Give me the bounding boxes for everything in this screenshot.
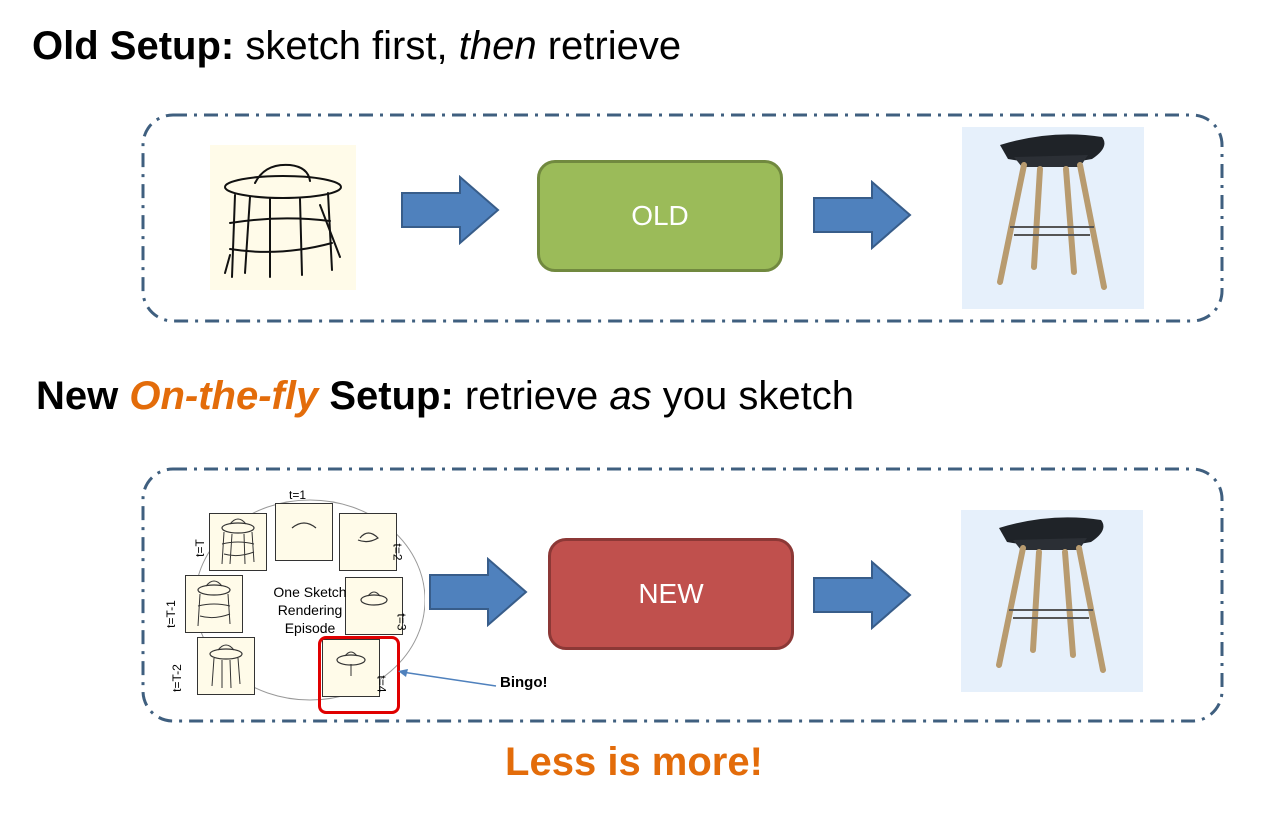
- timestep-label-t-minus-1: t=T-1: [163, 600, 178, 628]
- sketch-thumb-t-minus-2: [197, 637, 255, 695]
- old-setup-text-a: sketch first,: [234, 24, 459, 68]
- old-setup-panel: [141, 113, 1224, 323]
- bingo-callout: Bingo!: [500, 674, 548, 691]
- new-setup-text-em: as: [609, 374, 652, 418]
- old-setup-text-b: retrieve: [536, 24, 682, 68]
- sketch-thumb-t3: [345, 577, 403, 635]
- arrow-icon: [813, 180, 912, 250]
- old-setup-label: Old Setup:: [32, 24, 235, 68]
- arrow-icon: [813, 560, 912, 630]
- old-setup-text-em: then: [458, 24, 537, 68]
- timestep-label-t-minus-2: t=T-2: [169, 664, 184, 692]
- arrow-icon: [429, 557, 528, 627]
- new-setup-label-b: Setup:: [318, 374, 454, 418]
- timestep-label-tT: t=T: [192, 539, 207, 557]
- new-setup-label-a: New: [36, 374, 130, 418]
- new-setup-text-a: retrieve: [453, 374, 610, 418]
- new-setup-highlight: On-the-fly: [129, 374, 319, 418]
- sketch-thumb-tT: [209, 513, 267, 571]
- old-box-label: OLD: [631, 200, 689, 231]
- new-setup-heading: New On-the-fly Setup: retrieve as you sk…: [36, 374, 854, 419]
- sketch-thumb-t-minus-1: [185, 575, 243, 633]
- stool-photo-image: [961, 510, 1143, 692]
- callout-arrow-icon: [398, 669, 497, 687]
- stool-photo-image: [962, 127, 1144, 309]
- new-model-box: NEW: [548, 538, 794, 650]
- timestep-label-t2: t=2: [390, 543, 405, 561]
- new-box-label: NEW: [638, 578, 704, 609]
- sketch-thumb-t4: [322, 639, 380, 697]
- arrow-icon: [401, 175, 500, 245]
- stool-sketch-image: [210, 145, 356, 290]
- less-is-more-caption: Less is more!: [505, 740, 763, 784]
- sketch-thumb-t1: [275, 503, 333, 561]
- new-setup-text-b: you sketch: [651, 374, 854, 418]
- old-model-box: OLD: [537, 160, 783, 272]
- highlight-ring: [318, 636, 400, 714]
- timestep-label-t1: t=1: [289, 488, 307, 502]
- timestep-label-t3: t=3: [394, 613, 409, 631]
- episode-label: One Sketch Rendering Episode: [273, 584, 347, 636]
- new-setup-panel: [141, 467, 1224, 723]
- sketch-thumb-t2: [339, 513, 397, 571]
- old-setup-heading: Old Setup: sketch first, then retrieve: [32, 24, 681, 69]
- sketch-episode-diagram: t=1 t=2 t=3 t=4 t=T-2 t=T-1 t=T One Sket…: [163, 485, 425, 715]
